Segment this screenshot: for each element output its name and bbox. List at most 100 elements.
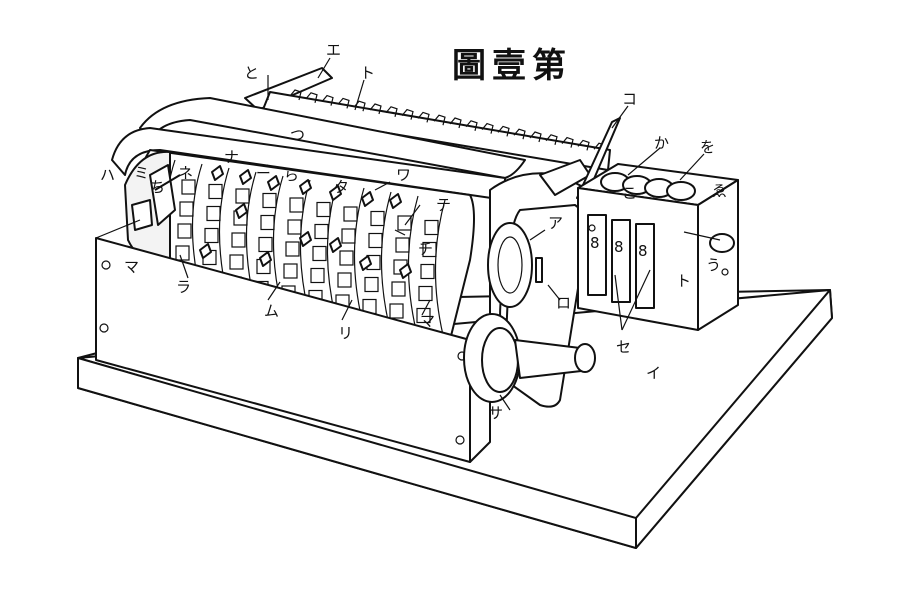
label-ta: タ xyxy=(334,178,349,196)
label-ra-hiragana: ら xyxy=(284,166,299,184)
drum-slot xyxy=(397,215,412,231)
counter-box xyxy=(577,163,739,331)
drum-pin xyxy=(389,193,402,209)
drum-slot xyxy=(283,263,298,279)
shaft-tooth xyxy=(465,120,478,131)
drum-pin xyxy=(361,191,374,207)
label-chi-hiragana: ち xyxy=(150,178,165,196)
counter-digit-1: 8 xyxy=(590,234,600,252)
drum-slot xyxy=(289,197,304,213)
label-ra-katakana: ラ xyxy=(176,278,191,296)
leader-lines xyxy=(179,57,721,411)
drum-slot xyxy=(418,285,433,302)
drum-slot xyxy=(229,254,244,270)
drum-slot xyxy=(337,272,352,288)
shaft-tooth xyxy=(577,139,590,151)
drum-rib xyxy=(434,199,446,336)
shaft-tooth xyxy=(417,111,430,123)
label-ni: ニ xyxy=(256,160,271,178)
shaft-tooth xyxy=(289,89,302,101)
drum-pin xyxy=(239,169,252,185)
counter-digit-2: 8 xyxy=(614,238,624,256)
shaft-tooth xyxy=(513,128,526,140)
shaft-tooth xyxy=(369,103,382,115)
label-e: エ xyxy=(326,41,341,59)
drum-slot xyxy=(208,183,223,200)
label-na: ナ xyxy=(224,148,239,166)
crank-handle xyxy=(463,313,596,403)
label-wa: ワ xyxy=(396,166,411,184)
drum-pin xyxy=(235,203,248,219)
drum-slot xyxy=(262,192,277,209)
label-to-katakana: ト xyxy=(360,64,375,82)
shaft-tooth xyxy=(529,131,542,143)
label-mu: ム xyxy=(264,302,279,320)
drum-pin xyxy=(267,175,280,191)
drum-rib xyxy=(380,191,392,326)
drum-slot xyxy=(416,307,431,324)
drum-slot xyxy=(231,232,246,248)
drum-slot xyxy=(181,179,196,195)
drum-slot xyxy=(422,241,437,258)
drum-slot xyxy=(343,206,358,222)
drum-slot xyxy=(204,227,219,244)
drum-pin xyxy=(211,165,224,181)
label-se: セ xyxy=(616,338,631,356)
shaft-tooth xyxy=(385,106,398,117)
shaft-tooth xyxy=(449,117,462,129)
shaft-tooth xyxy=(305,92,318,103)
shaft-tooth xyxy=(497,125,510,137)
rear-shaft xyxy=(244,67,611,171)
label-ma-right: マ xyxy=(420,312,435,330)
label-ma-left: マ xyxy=(124,258,139,276)
drum-slot xyxy=(391,281,406,297)
drum-slot xyxy=(175,245,190,261)
drum-slot xyxy=(310,267,325,284)
drum-slot xyxy=(287,219,302,235)
label-chi-katakana: チ xyxy=(418,240,433,258)
drum-slot xyxy=(314,223,329,240)
label-e-hiragana: ゑ xyxy=(712,182,727,200)
drum-slot xyxy=(420,263,435,280)
drum-slot xyxy=(341,228,356,244)
label-to-hiragana: と xyxy=(244,64,259,82)
drum-slot xyxy=(177,223,192,239)
drum-slot xyxy=(339,250,354,266)
label-a: ア xyxy=(548,214,563,232)
reference-labels: エ と ト つ コ か を ナ ネ ニ ら ワ ハ ミ ち タ テ チ ア マ … xyxy=(100,41,727,422)
label-ro: ロ xyxy=(556,294,571,312)
shaft-tooth xyxy=(401,108,414,120)
shaft-tooth xyxy=(545,134,558,145)
drum-rib xyxy=(353,187,365,321)
drum-pin xyxy=(399,263,412,279)
counter-digit-3: 8 xyxy=(638,242,648,260)
drum-pin xyxy=(299,231,312,247)
drum-slot xyxy=(179,201,194,217)
drum-pin xyxy=(199,243,212,259)
drum-pin xyxy=(259,251,272,267)
drum-slot xyxy=(368,232,383,249)
drum-slot xyxy=(206,205,221,222)
label-te: テ xyxy=(436,196,451,214)
drum-pin xyxy=(299,179,312,195)
label-u: う xyxy=(706,256,721,274)
drum-pin xyxy=(329,185,342,201)
figure-title: 圖壹第 xyxy=(452,46,572,86)
drum-slot xyxy=(395,237,410,253)
label-ko-hiragana: こ xyxy=(622,184,637,202)
label-sa: サ xyxy=(488,404,503,422)
shaft-tooth xyxy=(433,114,446,126)
drum-pin xyxy=(359,255,372,271)
label-ri: リ xyxy=(338,324,353,342)
drum-slot xyxy=(260,214,275,231)
label-ko: コ xyxy=(622,90,637,108)
drum-slot xyxy=(258,236,273,253)
cylinder-cover xyxy=(111,97,526,201)
shaft-tooth xyxy=(561,136,574,148)
drum-slot xyxy=(235,188,250,204)
drum-slot xyxy=(389,303,404,319)
drum-rib xyxy=(407,195,419,331)
drum-slot xyxy=(316,201,331,218)
label-tsu: つ xyxy=(290,126,305,144)
